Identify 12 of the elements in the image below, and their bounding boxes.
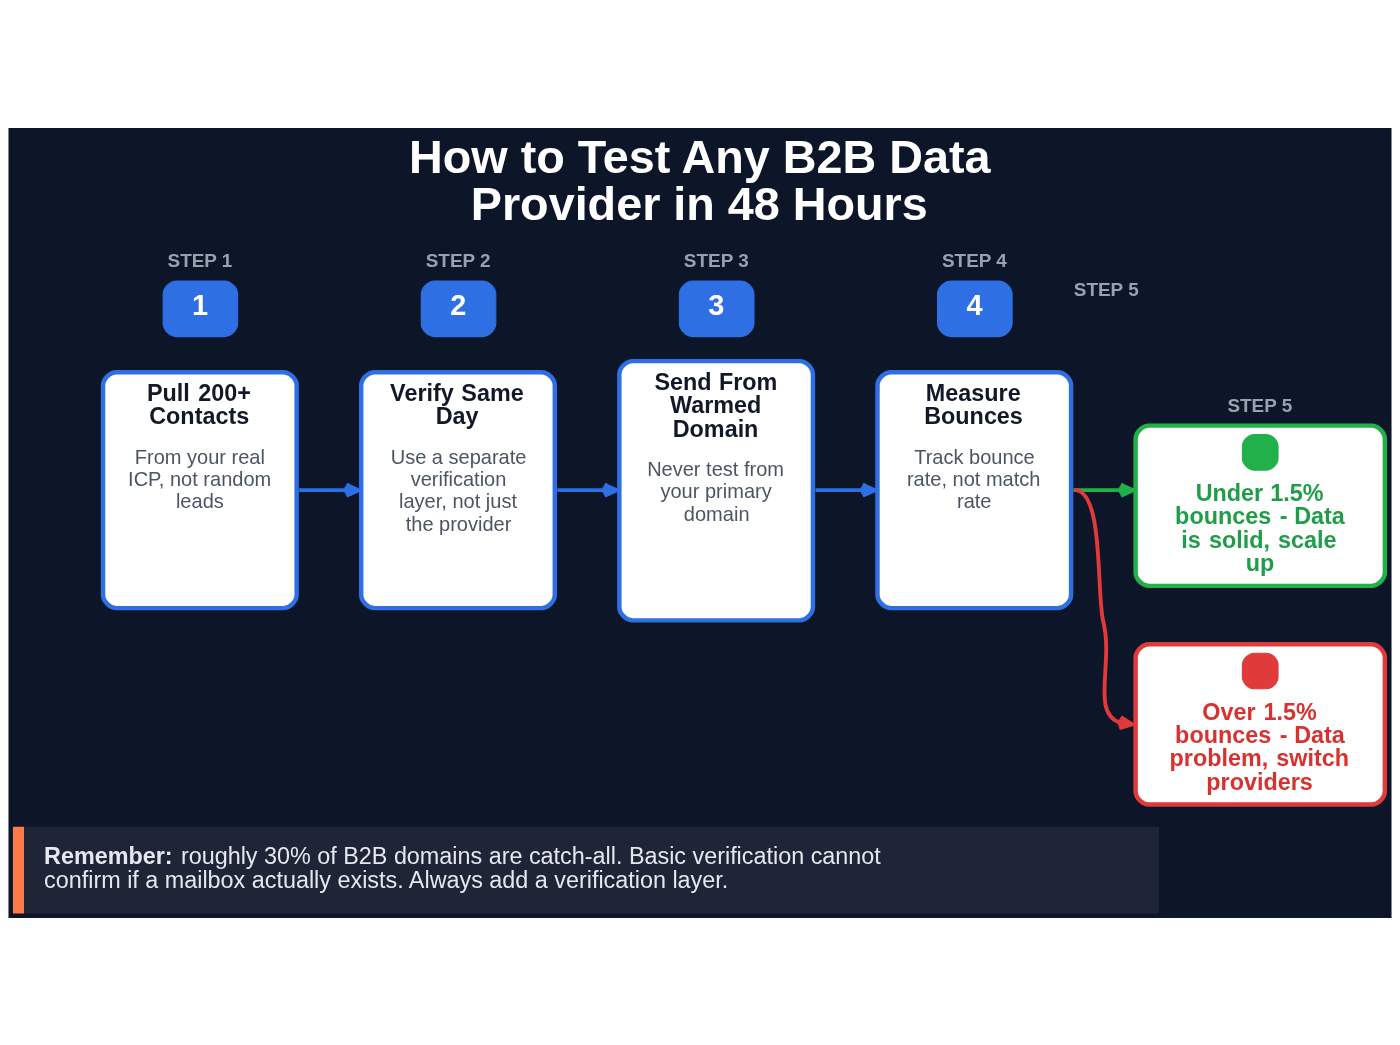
node-label: STEP 5 [1227,394,1293,416]
node-label: STEP 1 [167,249,233,271]
node-label: STEP 3 [683,249,749,271]
node-label: STEP 2 [425,249,491,271]
arrow [1073,487,1135,730]
arrow [557,482,619,498]
arrow [299,482,361,498]
node-label: STEP 4 [942,249,1007,271]
diagram-title: How to Test Any B2B Data Provider in 48 Hours [409,130,991,230]
arrow [1073,482,1136,498]
arrow [815,482,877,498]
label: STEP 5 [1073,278,1139,300]
